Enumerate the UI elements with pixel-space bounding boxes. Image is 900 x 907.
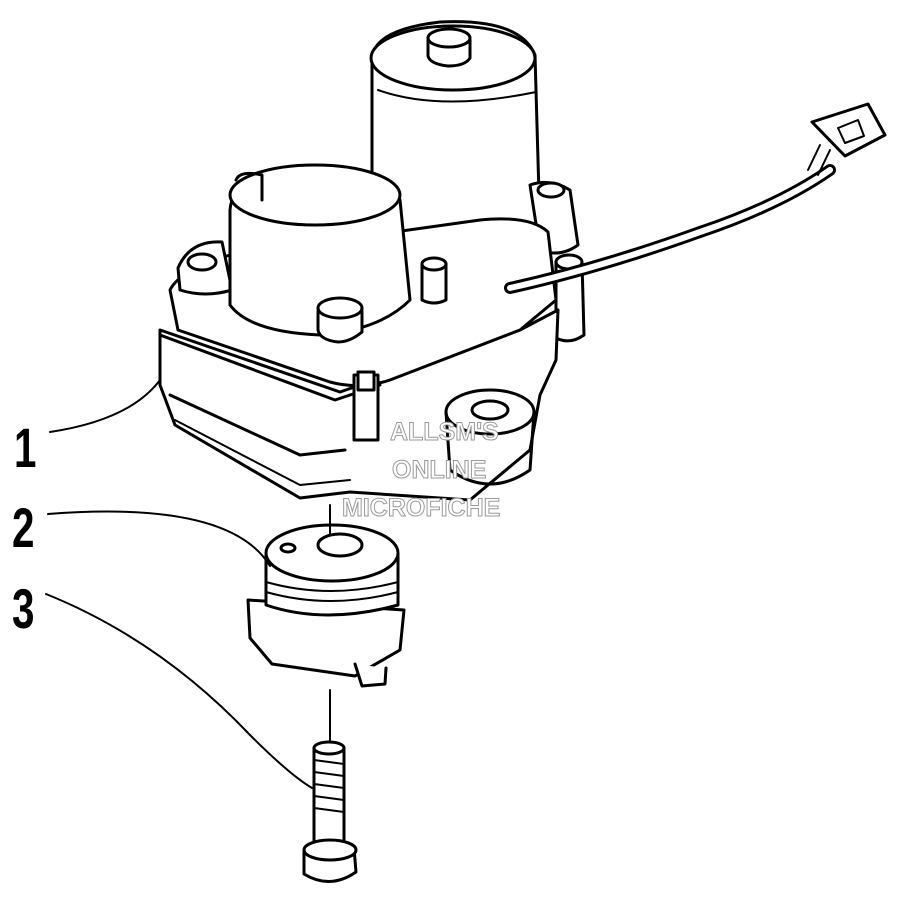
- callout-3: 3: [12, 577, 35, 640]
- leader-line-1: [49, 379, 161, 433]
- watermark-line-3: MICROFICHE: [341, 494, 501, 522]
- watermark-line-1: ALLSM'S: [390, 418, 500, 446]
- leader-line-3: [45, 593, 313, 789]
- callout-1: 1: [14, 416, 37, 479]
- actuator-assembly-part-1: [158, 20, 887, 502]
- bolt-part-3: [302, 740, 358, 883]
- callout-2: 2: [12, 496, 35, 559]
- sensor-part-2: [246, 523, 406, 688]
- watermark-line-2: ONLINE: [391, 456, 487, 484]
- leader-line-2: [47, 510, 271, 567]
- connector: [810, 102, 887, 158]
